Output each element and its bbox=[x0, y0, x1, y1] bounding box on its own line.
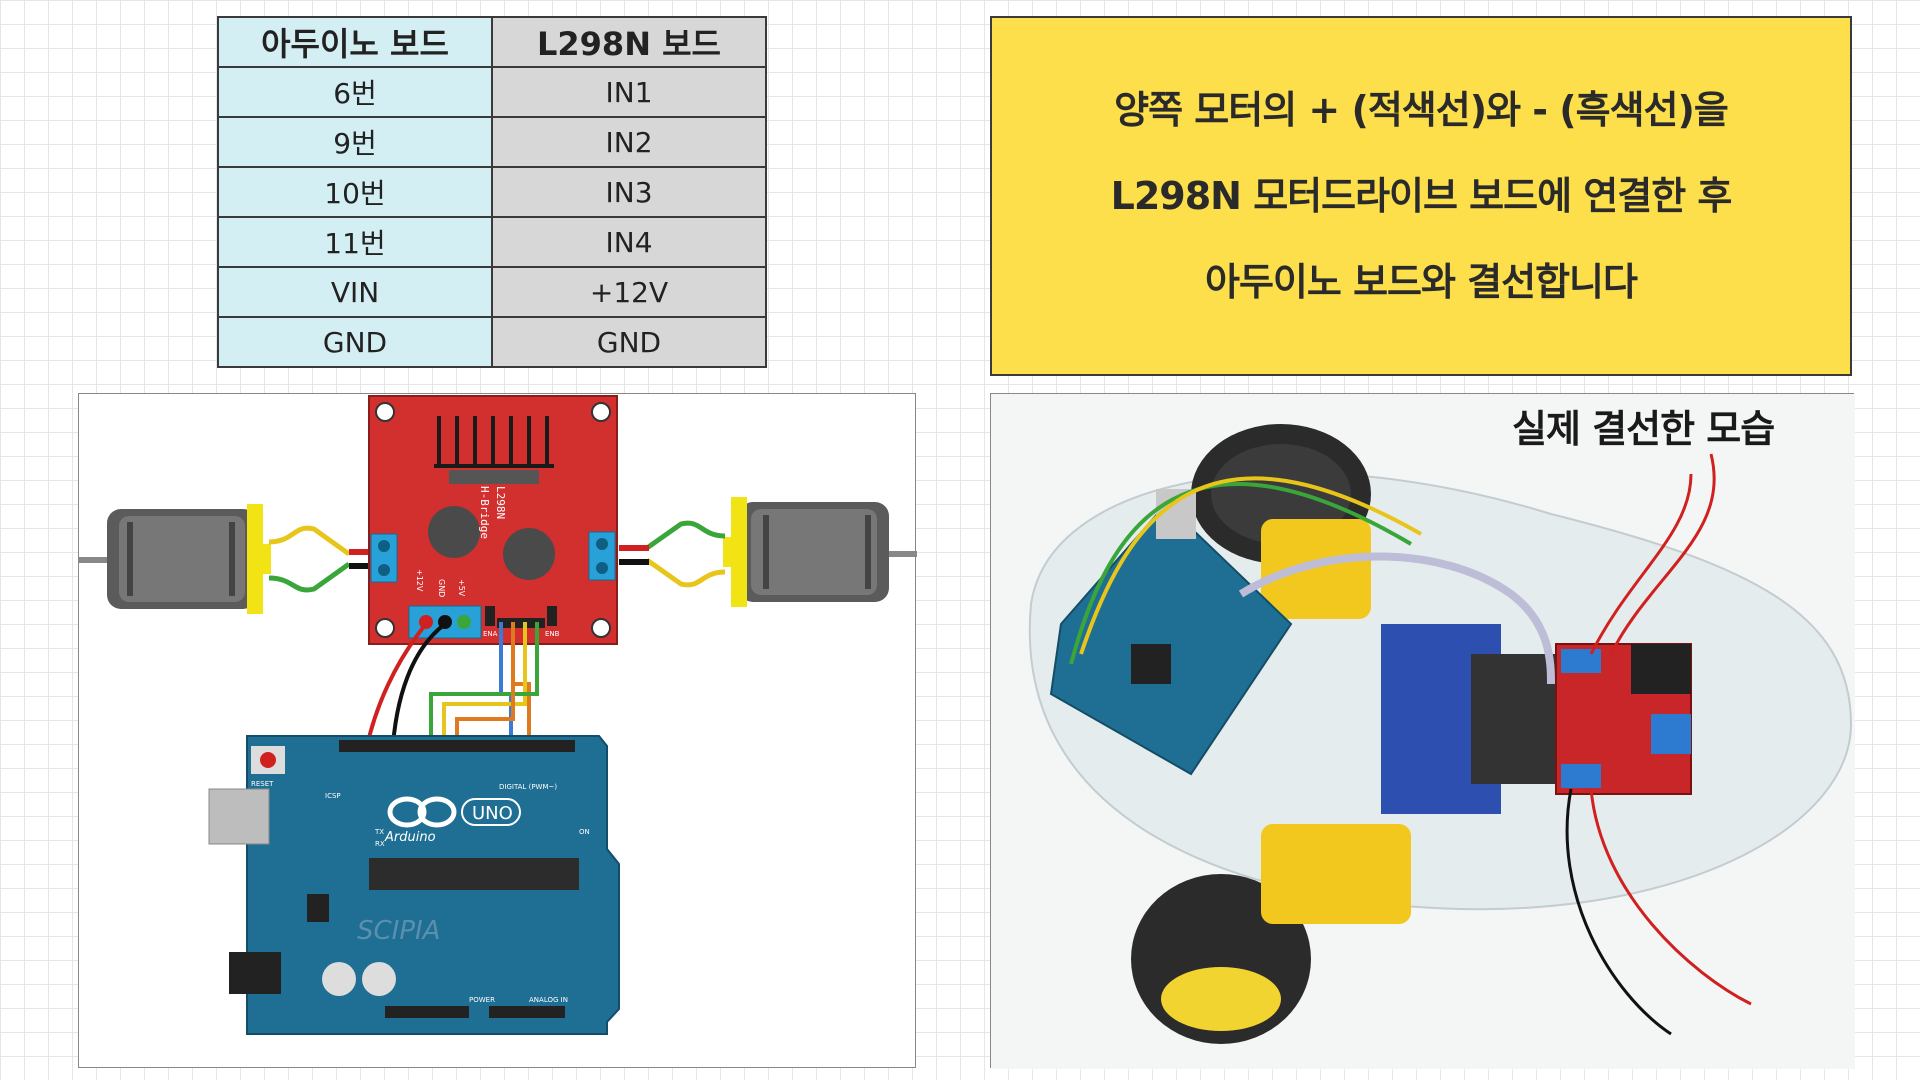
arduino-board-photo bbox=[1049, 489, 1293, 776]
driver-sub-label: H-Bridge bbox=[478, 486, 491, 539]
instruction-callout: 양쪽 모터의 + (적색선)와 - (흑색선)을 L298N 모터드라이브 보드… bbox=[990, 16, 1852, 376]
pin-12v-label: +12V bbox=[415, 569, 424, 592]
table-row: 10번 IN3 bbox=[217, 166, 767, 218]
callout-line-3: 아두이노 보드와 결선합니다 bbox=[1205, 260, 1638, 304]
callout-line-2: L298N 모터드라이브 보드에 연결한 후 bbox=[1110, 174, 1733, 218]
right-motor bbox=[619, 497, 917, 607]
pin-mapping-table: 아두이노 보드 L298N 보드 6번 IN1 9번 IN2 10번 IN3 1… bbox=[217, 16, 767, 368]
table-cell-arduino-pin: 9번 bbox=[217, 116, 493, 168]
on-label: ON bbox=[579, 828, 590, 836]
table-cell-arduino-pin: VIN bbox=[217, 266, 493, 318]
robot-photo-panel bbox=[990, 393, 1855, 1069]
table-row: GND GND bbox=[217, 316, 767, 368]
arduino-uno-board: RESET UNO Arduino DIGITAL (PWM~) POWER A… bbox=[208, 735, 620, 1035]
power-label: POWER bbox=[469, 996, 495, 1004]
photo-title: 실제 결선한 모습 bbox=[1512, 407, 1775, 451]
table-row: 11번 IN4 bbox=[217, 216, 767, 268]
table-cell-arduino-pin: 11번 bbox=[217, 216, 493, 268]
reset-label: RESET bbox=[251, 780, 274, 788]
table-cell-l298n-pin: +12V bbox=[491, 266, 767, 318]
table-row: VIN +12V bbox=[217, 266, 767, 318]
table-cell-l298n-pin: IN3 bbox=[491, 166, 767, 218]
table-cell-arduino-pin: 6번 bbox=[217, 66, 493, 118]
table-row: 9번 IN2 bbox=[217, 116, 767, 168]
table-cell-l298n-pin: IN1 bbox=[491, 66, 767, 118]
gear-motor-top bbox=[1261, 519, 1371, 619]
table-row: 6번 IN1 bbox=[217, 66, 767, 118]
arduino-brand-label: Arduino bbox=[384, 830, 436, 845]
rx-label: RX bbox=[375, 840, 385, 848]
left-motor bbox=[79, 504, 379, 614]
watermark-label: SCIPIA bbox=[357, 916, 440, 946]
l298n-board-photo bbox=[1555, 643, 1692, 795]
wiring-diagram: L298N H-Bridge +12V GND +5V ENA ENB bbox=[79, 395, 917, 1035]
analog-label: ANALOG IN bbox=[529, 996, 568, 1004]
table-cell-l298n-pin: IN4 bbox=[491, 216, 767, 268]
pin-gnd-label: GND bbox=[437, 579, 446, 597]
icsp-label: ICSP bbox=[325, 792, 341, 800]
wiring-diagram-panel: L298N H-Bridge +12V GND +5V ENA ENB bbox=[78, 393, 917, 1068]
table-cell-arduino-pin: 10번 bbox=[217, 166, 493, 218]
table-cell-l298n-pin: GND bbox=[491, 316, 767, 368]
pin-5v-label: +5V bbox=[457, 579, 466, 597]
battery-pack bbox=[1471, 654, 1561, 784]
callout-line-1: 양쪽 모터의 + (적색선)와 - (흑색선)을 bbox=[1114, 88, 1729, 132]
arduino-uno-label: UNO bbox=[472, 803, 513, 824]
l298n-board: L298N H-Bridge +12V GND +5V ENA ENB bbox=[368, 395, 618, 645]
table-header-arduino: 아두이노 보드 bbox=[217, 16, 493, 68]
pin-ena-label: ENA bbox=[483, 630, 498, 638]
driver-name-label: L298N bbox=[494, 486, 507, 519]
table-cell-l298n-pin: IN2 bbox=[491, 116, 767, 168]
robot-photo bbox=[991, 394, 1855, 1069]
gear-motor-bottom bbox=[1261, 824, 1411, 924]
digital-label: DIGITAL (PWM~) bbox=[499, 783, 557, 791]
tx-label: TX bbox=[374, 828, 384, 836]
table-header-l298n: L298N 보드 bbox=[491, 16, 767, 68]
table-header-row: 아두이노 보드 L298N 보드 bbox=[217, 16, 767, 68]
table-cell-arduino-pin: GND bbox=[217, 316, 493, 368]
pin-enb-label: ENB bbox=[545, 630, 560, 638]
